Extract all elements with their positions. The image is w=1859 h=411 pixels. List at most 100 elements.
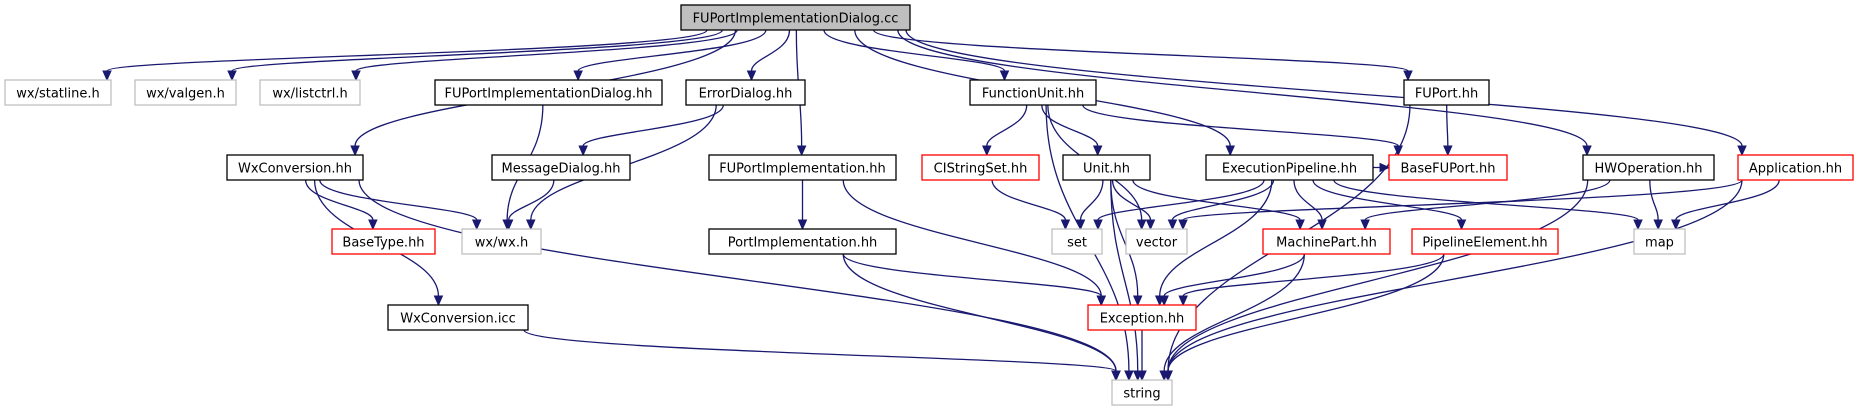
edge-line xyxy=(304,179,374,221)
arrowhead-icon xyxy=(1136,219,1147,231)
node-box xyxy=(680,4,911,31)
node-fuportimpl[interactable]: FUPortImplementation.hh xyxy=(708,154,897,181)
edge-line xyxy=(358,179,1117,372)
node-valgen[interactable]: wx/valgen.h xyxy=(134,79,237,106)
node-root[interactable]: FUPortImplementationDialog.cc xyxy=(680,4,911,31)
arrowhead-icon xyxy=(503,219,514,231)
arrowhead-icon xyxy=(746,70,757,82)
node-hwoperation[interactable]: HWOperation.hh xyxy=(1582,154,1715,181)
node-portimpl[interactable]: PortImplementation.hh xyxy=(708,228,897,255)
edge-line xyxy=(1167,253,1445,372)
edge-line xyxy=(1312,179,1463,221)
node-errordialog[interactable]: ErrorDialog.hh xyxy=(685,79,806,106)
edge-functionunit-to-cistringset xyxy=(982,104,1028,157)
node-box xyxy=(1062,154,1151,181)
arrowhead-icon xyxy=(1132,295,1143,307)
edge-line xyxy=(1167,179,1743,372)
edge-line xyxy=(750,29,791,72)
node-box xyxy=(226,154,364,181)
edge-line xyxy=(1159,179,1273,297)
arrowhead-icon xyxy=(368,219,378,231)
node-label: FUPortImplementation.hh xyxy=(719,162,886,177)
arrowhead-icon xyxy=(471,219,482,231)
node-pipelineelement[interactable]: PipelineElement.hh xyxy=(1411,228,1559,255)
edge-exception-to-string xyxy=(1137,329,1147,382)
node-box xyxy=(1388,154,1508,181)
edge-line xyxy=(106,29,708,72)
node-basetype[interactable]: BaseType.hh xyxy=(331,228,436,255)
edge-functionunit-to-basefuport xyxy=(1082,104,1403,157)
node-box xyxy=(1111,379,1173,406)
node-fuport[interactable]: FUPort.hh xyxy=(1403,79,1490,106)
node-execpipeline[interactable]: ExecutionPipeline.hh xyxy=(1205,154,1374,181)
arrowhead-icon xyxy=(1167,219,1178,231)
edge-line xyxy=(1182,253,1445,297)
node-statline[interactable]: wx/statline.h xyxy=(4,79,112,106)
arrowhead-icon xyxy=(796,145,807,157)
edge-execpipeline-to-vector xyxy=(1167,179,1275,231)
node-wxwx[interactable]: wx/wx.h xyxy=(461,228,542,255)
node-functionunit[interactable]: FunctionUnit.hh xyxy=(969,79,1097,106)
edge-application-to-string xyxy=(1163,179,1743,382)
node-basefuport[interactable]: BaseFUPort.hh xyxy=(1388,154,1508,181)
edge-line xyxy=(842,253,1102,297)
edge-wxconversion-to-wxwx xyxy=(319,179,482,231)
edge-line xyxy=(1293,179,1323,221)
edge-line xyxy=(897,29,1588,147)
node-dialog-hh[interactable]: FUPortImplementationDialog.hh xyxy=(434,79,663,106)
arrowhead-icon xyxy=(1075,219,1086,231)
arrowhead-icon xyxy=(982,145,992,157)
node-label: FunctionUnit.hh xyxy=(982,87,1084,102)
node-unit[interactable]: Unit.hh xyxy=(1062,154,1151,181)
node-map[interactable]: map xyxy=(1633,228,1686,255)
node-messagedialog[interactable]: MessageDialog.hh xyxy=(491,154,631,181)
arrowhead-icon xyxy=(578,145,588,157)
edge-line xyxy=(823,29,1006,72)
edge-line xyxy=(1110,179,1139,372)
node-box xyxy=(1051,228,1103,255)
edge-root-to-hwoperation xyxy=(897,29,1592,157)
node-box xyxy=(708,154,897,181)
node-box xyxy=(491,154,631,181)
node-label: ErrorDialog.hh xyxy=(699,87,793,102)
edge-line xyxy=(523,329,1117,372)
node-machinepart[interactable]: MachinePart.hh xyxy=(1262,228,1391,255)
node-set[interactable]: set xyxy=(1051,228,1103,255)
node-box xyxy=(259,79,361,106)
edge-functionunit-to-unit xyxy=(1041,104,1103,157)
edge-application-to-vector xyxy=(1178,179,1743,231)
node-box xyxy=(387,304,529,331)
edge-line xyxy=(1446,104,1449,147)
node-application[interactable]: Application.hh xyxy=(1737,154,1854,181)
edge-root-to-dialog-hh xyxy=(573,29,767,82)
arrowhead-icon xyxy=(1093,219,1103,231)
edge-wxconversion-icc-to-string xyxy=(523,329,1121,382)
arrowhead-icon xyxy=(1096,295,1107,307)
arrowhead-icon xyxy=(1111,370,1121,382)
node-label: wx/statline.h xyxy=(16,87,99,102)
node-box xyxy=(4,79,112,106)
node-wxconversion[interactable]: WxConversion.hh xyxy=(226,154,364,181)
arrowhead-icon xyxy=(526,219,536,231)
node-box xyxy=(461,228,542,255)
edge-root-to-statline xyxy=(102,29,708,82)
arrowhead-icon xyxy=(1060,219,1071,231)
edge-machinepart-to-exception xyxy=(1159,253,1306,307)
node-string[interactable]: string xyxy=(1111,379,1173,406)
node-label: MachinePart.hh xyxy=(1276,236,1377,251)
edge-root-to-listctrl xyxy=(351,29,738,82)
edge-line xyxy=(231,29,723,72)
node-box xyxy=(134,79,237,106)
edge-fuportimpl-to-portimpl xyxy=(797,179,808,231)
node-exception[interactable]: Exception.hh xyxy=(1087,304,1197,331)
node-listctrl[interactable]: wx/listctrl.h xyxy=(259,79,361,106)
edge-execpipeline-to-set xyxy=(1093,179,1265,231)
edge-line xyxy=(1163,253,1306,372)
edge-wxconversion-to-basetype xyxy=(304,179,378,231)
node-wxconversion-icc[interactable]: WxConversion.icc xyxy=(387,304,529,331)
node-vector[interactable]: vector xyxy=(1125,228,1188,255)
edge-fuport-to-basefuport xyxy=(1443,104,1453,157)
node-label: wx/wx.h xyxy=(475,236,528,251)
node-cistringset[interactable]: CIStringSet.hh xyxy=(921,154,1040,181)
edge-line xyxy=(991,179,1067,221)
